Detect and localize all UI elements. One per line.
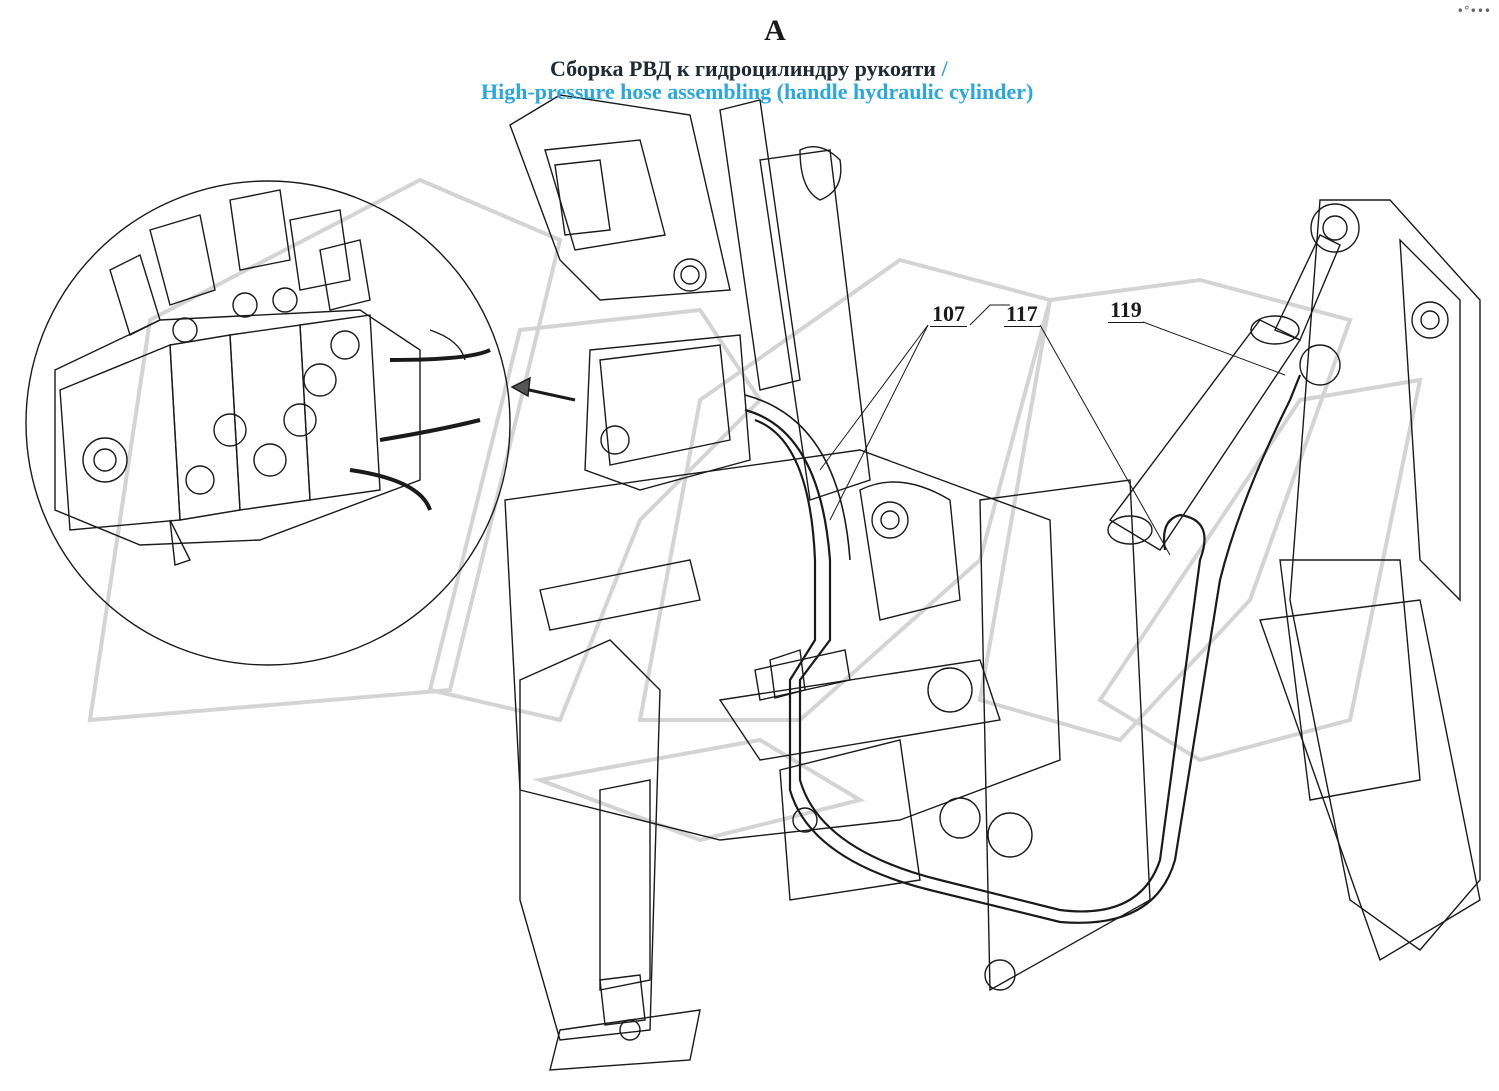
machine-frame <box>504 94 1481 1071</box>
title-russian: Сборка РВД к гидроцилиндру рукояти / <box>550 56 948 82</box>
title-english: High-pressure hose assembling (handle hy… <box>481 79 1034 104</box>
title-slash: / <box>941 56 948 81</box>
leader-lines <box>819 304 1286 556</box>
callout-119: 119 <box>1108 297 1144 323</box>
callout-107: 107 <box>930 301 967 327</box>
callout-117: 117 <box>1004 301 1040 327</box>
title-russian-text: Сборка РВД к гидроцилиндру рукояти <box>550 56 936 81</box>
detail-view <box>25 180 511 666</box>
watermark <box>87 177 1423 843</box>
view-letter: А <box>764 14 786 47</box>
corner-mark: •°••• <box>1456 4 1491 18</box>
